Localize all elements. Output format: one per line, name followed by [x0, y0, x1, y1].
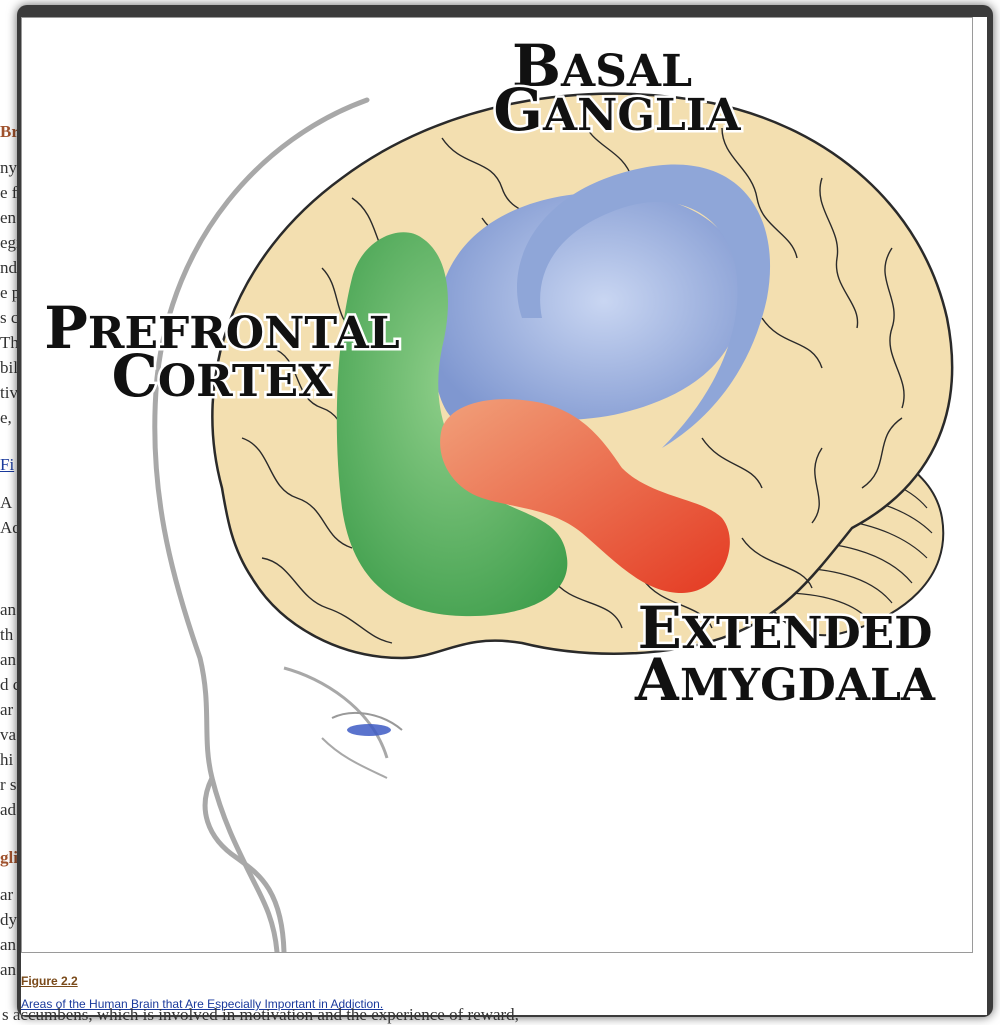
nose-outline: [202, 775, 287, 952]
background-text-fragment: va: [0, 725, 17, 744]
prefrontal-cortex-region: [336, 232, 568, 617]
background-text-fragment: tiv: [0, 383, 18, 402]
background-text-fragment: nd: [0, 258, 17, 277]
eyelid: [331, 711, 403, 731]
background-text-fragment: an: [0, 935, 17, 954]
background-text-fragment: d c: [0, 675, 21, 694]
background-text-fragment: an: [0, 960, 17, 979]
background-text-fragment: th: [0, 625, 14, 644]
extended-amygdala-label-line1: EXTENDED: [638, 594, 933, 662]
basal-ganglia-region: [433, 192, 744, 435]
background-text-fragment: A: [0, 493, 13, 512]
background-text-fragment[interactable]: Fi: [0, 455, 15, 474]
extended-amygdala-region: [440, 399, 730, 593]
background-text-fragment: an: [0, 650, 17, 669]
figure-number-link[interactable]: Figure 2.2: [21, 974, 78, 988]
brain-illustration: BASAL GANGLIA PREFRONTAL CORTEX EXTENDED…: [42, 30, 954, 952]
background-text-fragment: Ad: [0, 518, 21, 537]
eye: [347, 724, 391, 736]
basal-ganglia-label-line1: BASAL: [512, 32, 692, 100]
background-text-fragment: ar: [0, 885, 14, 904]
basal-ganglia-label-line2: GANGLIA: [493, 76, 741, 144]
lightbox-content: BASAL GANGLIA PREFRONTAL CORTEX EXTENDED…: [21, 17, 987, 1015]
figure-lightbox: BASAL GANGLIA PREFRONTAL CORTEX EXTENDED…: [17, 5, 993, 1017]
background-text-fragment: dy: [0, 910, 17, 929]
background-text-fragment: an: [0, 600, 17, 619]
background-text-fragment: Th: [0, 333, 19, 352]
background-text-fragment: e,: [0, 408, 12, 427]
background-text-fragment: e f: [0, 183, 18, 202]
background-text-fragment: gli: [0, 848, 18, 867]
background-text-fragment: Br: [0, 122, 19, 141]
background-text-fragment: en: [0, 208, 17, 227]
background-text-fragment: s c: [0, 308, 19, 327]
background-text-fragment: bil: [0, 358, 18, 377]
cheek-outline: [321, 737, 388, 779]
background-text-fragment: hi: [0, 750, 14, 769]
extended-amygdala-label-line2: AMYGDALA: [634, 646, 936, 714]
background-text-fragment: r s: [0, 775, 17, 794]
prefrontal-cortex-label-line1: PREFRONTAL: [44, 294, 400, 362]
figure-image: BASAL GANGLIA PREFRONTAL CORTEX EXTENDED…: [21, 17, 973, 953]
background-text-fragment: egi: [0, 233, 21, 252]
background-bottom-line: s accumbens, which is involved in motiva…: [2, 1005, 519, 1024]
brow-outline: [283, 666, 389, 759]
background-text-fragment: ar: [0, 700, 14, 719]
prefrontal-cortex-label-line2: CORTEX: [112, 342, 334, 410]
background-text-fragment: ny: [0, 158, 17, 177]
background-text-fragment: ad: [0, 800, 17, 819]
background-text-fragment: e p: [0, 283, 21, 302]
basal-ganglia-tail: [517, 164, 771, 448]
figure-caption-link[interactable]: Areas of the Human Brain that Are Especi…: [21, 997, 384, 1011]
